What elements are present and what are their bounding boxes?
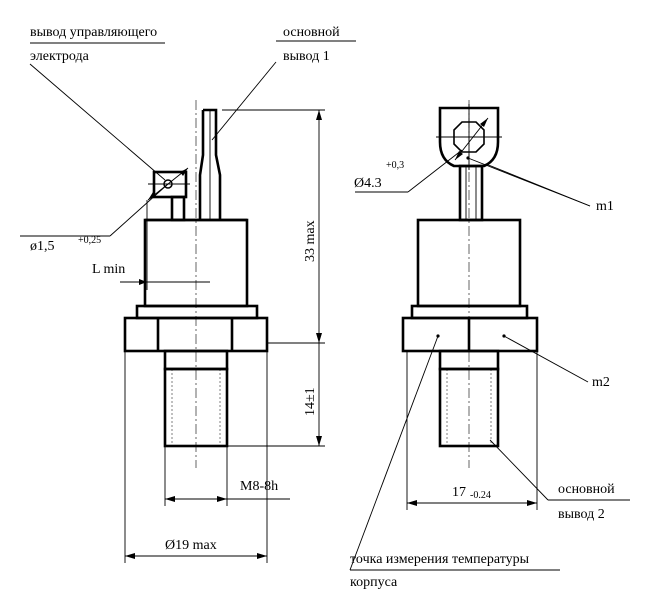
main2-label-line1: основной	[558, 482, 615, 497]
temp-label-line1: точка измерения температуры	[350, 552, 530, 567]
left-flange	[135, 304, 259, 320]
gate-label-line2: электрода	[30, 49, 90, 64]
l-min-label: L min	[92, 262, 125, 277]
right-threaded-stud	[438, 367, 500, 448]
gate-eye-lug	[438, 106, 500, 168]
main-terminal-1	[198, 108, 222, 220]
temp-label-line2: корпуса	[350, 575, 398, 590]
eye-hole-tolerance: +0,3	[386, 160, 404, 171]
m1-label: m1	[596, 199, 614, 214]
eye-hole-octagon	[453, 121, 485, 153]
stud-length-label: 14±1	[303, 387, 318, 416]
hex-width-tolerance: -0.24	[470, 490, 491, 501]
main1-label-line2: вывод 1	[283, 49, 330, 64]
thread-label: M8-8h	[240, 479, 278, 494]
gate-label-line1: вывод управляющего	[30, 25, 157, 40]
left-view: L min 33 max 14±1 M8-8h Ø19 max ø1,	[20, 25, 356, 563]
gate-hole-label: ø1,5	[30, 239, 55, 254]
main1-label-line1: основной	[283, 25, 340, 40]
right-flange	[410, 304, 529, 320]
eye-hole-label: Ø4.3	[354, 176, 382, 191]
hex-width-label: 17	[452, 485, 466, 500]
gate-hole-tolerance: +0,25	[78, 235, 101, 246]
left-threaded-stud	[163, 367, 229, 448]
hex-diameter-label: Ø19 max	[165, 538, 217, 553]
right-lead	[458, 164, 484, 222]
height-total-label: 33 max	[303, 220, 318, 262]
m2-label: m2	[592, 375, 610, 390]
right-view: m2 m1 Ø4.3 +0,3 17 -0.24 основной вывод …	[349, 100, 630, 590]
main2-label-line2: вывод 2	[558, 507, 605, 522]
